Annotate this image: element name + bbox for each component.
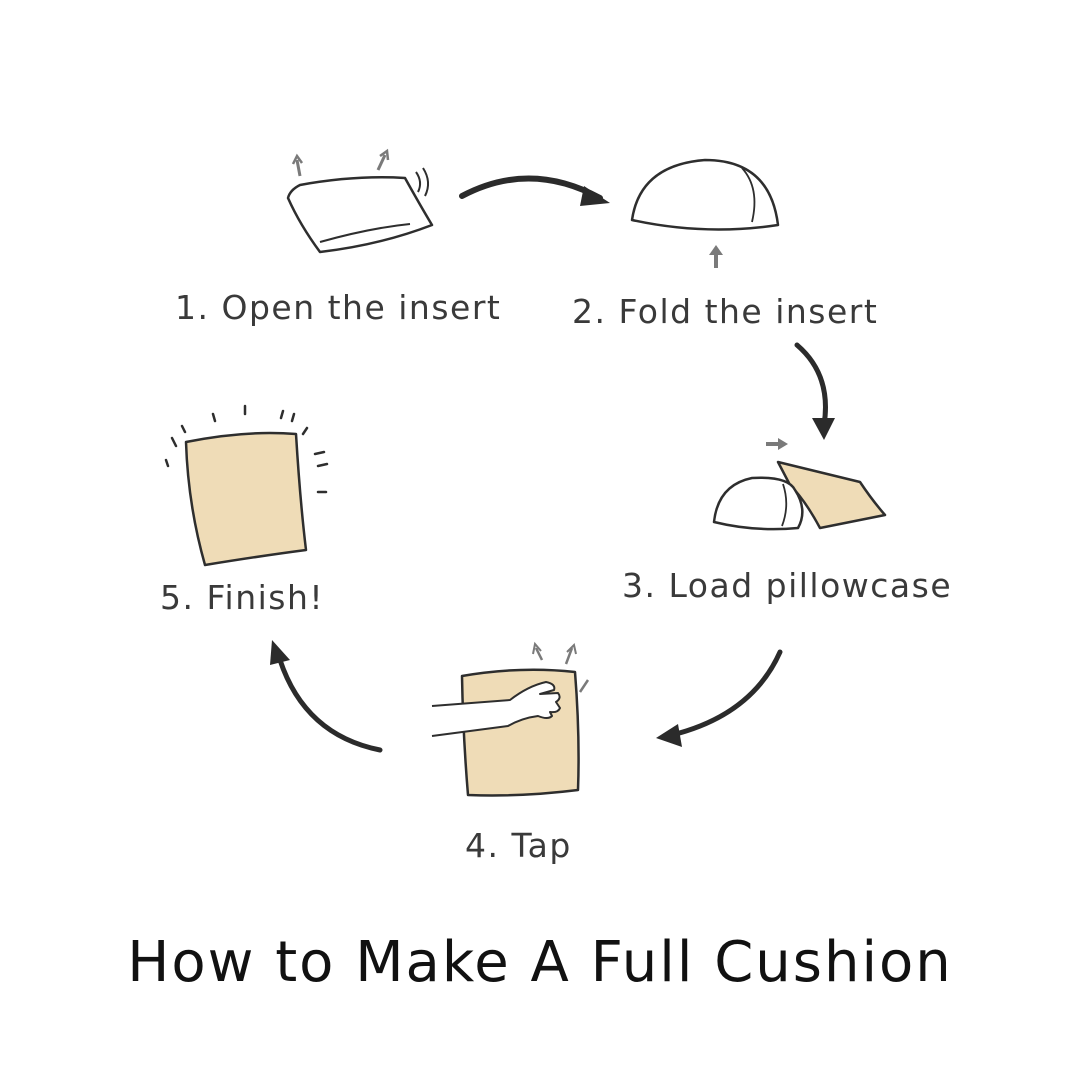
step-4-label: 4. Tap	[465, 826, 572, 865]
arrow-step3-to-step4	[669, 649, 783, 738]
diagram-title: How to Make A Full Cushion	[127, 930, 953, 995]
arrow-step4-to-step5	[277, 657, 383, 753]
step-1-label: 1. Open the insert	[175, 288, 502, 327]
full-cushion-icon	[164, 404, 329, 567]
hand-tapping-cushion-icon	[431, 641, 590, 797]
arrow-step4-to-step5-head	[270, 640, 290, 665]
arrow-step1-to-step2-head	[580, 186, 610, 206]
arrow-step3-to-step4-head	[656, 724, 682, 747]
insert-into-pillowcase-icon	[712, 438, 887, 531]
white-pillow-insert-icon	[286, 148, 434, 254]
arrow-step2-to-step3-head	[812, 418, 835, 440]
arrow-step2-to-step3	[794, 342, 828, 428]
step-3-label: 3. Load pillowcase	[622, 566, 953, 605]
arrow-step1-to-step2	[459, 175, 603, 201]
folded-insert-icon	[630, 158, 780, 268]
step-5-label: 5. Finish!	[160, 578, 325, 617]
step-2-label: 2. Fold the insert	[572, 292, 879, 331]
